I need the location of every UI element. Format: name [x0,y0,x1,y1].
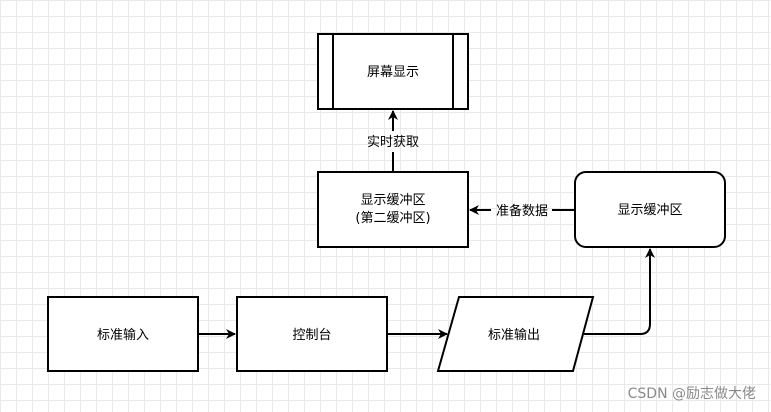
screen-display-label: 屏幕显示 [367,65,419,80]
second-buffer-node[interactable]: 显示缓冲区 (第二缓冲区) [317,171,469,248]
edge-label-realtime-fetch: 实时获取 [367,135,419,150]
second-buffer-label-line1: 显示缓冲区 [360,193,425,208]
screen-display-node[interactable]: 屏幕显示 [317,33,469,110]
standard-input-node[interactable]: 标准输入 [47,296,199,372]
console-node[interactable]: 控制台 [236,296,388,372]
edge-output-to-buffer [583,248,655,335]
display-buffer-label: 显示缓冲区 [617,203,682,218]
second-buffer-label-line2: (第二缓冲区) [355,211,430,226]
standard-output-node[interactable]: 标准输出 [436,296,595,372]
console-label: 控制台 [292,328,331,343]
standard-output-label: 标准输出 [488,327,540,343]
edge-label-prepare-data: 准备数据 [496,203,548,219]
watermark-text: CSDN @励志做大佬 [628,386,756,402]
display-buffer-node[interactable]: 显示缓冲区 [574,171,726,248]
standard-input-label: 标准输入 [97,327,149,343]
